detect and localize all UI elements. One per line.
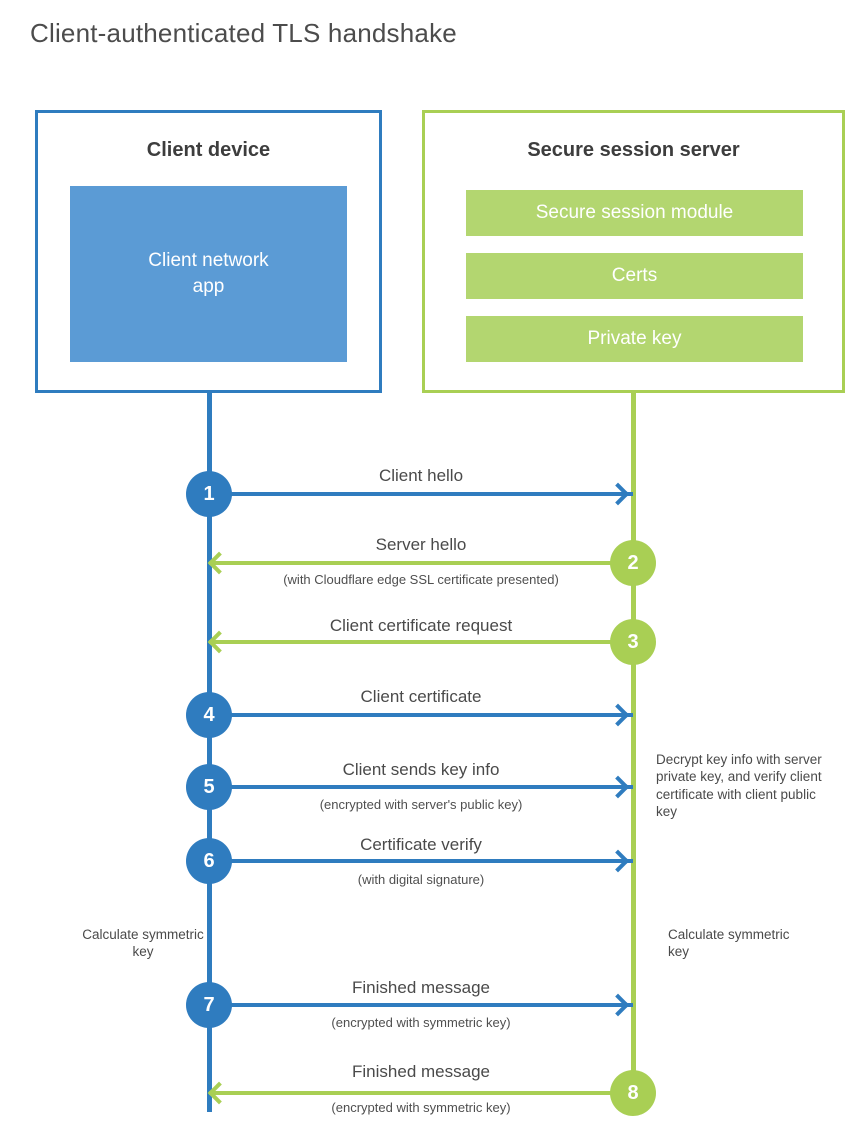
step-2-arrow	[209, 561, 633, 565]
step-6-sublabel: (with digital signature)	[357, 872, 485, 887]
server-title: Secure session server	[527, 139, 740, 161]
step-8-label: Finished message	[352, 1062, 490, 1081]
calc-symmetric-key-right: Calculate symmetric key	[668, 927, 790, 960]
step-7-label: Finished message	[352, 978, 490, 997]
server-module-label: Private key	[587, 328, 682, 349]
step-6-circle: 6	[186, 838, 232, 884]
step-4-arrowhead-right-icon	[606, 703, 630, 727]
step-5-circle: 5	[186, 764, 232, 810]
step-6-label: Certificate verify	[360, 835, 482, 854]
server-module-label: Secure session module	[535, 202, 734, 223]
lifeline-server	[631, 391, 636, 1093]
client-network-app-label: Client network app	[148, 250, 269, 297]
server-module-bar-secure-session: Secure session module	[466, 190, 803, 236]
step-6-arrow	[209, 859, 633, 863]
step-3-circle: 3	[610, 619, 656, 665]
step-8-arrow	[209, 1091, 633, 1095]
step-8-sublabel: (encrypted with symmetric key)	[331, 1100, 511, 1115]
step-4-label: Client certificate	[360, 687, 482, 706]
step-3-label: Client certificate request	[329, 616, 513, 635]
step-5-label: Client sends key info	[342, 760, 500, 779]
client-device-title: Client device	[146, 139, 271, 161]
step-2-number: 2	[627, 551, 639, 574]
step-1-label: Client hello	[378, 466, 464, 485]
page-title: Client-authenticated TLS handshake	[30, 18, 457, 48]
step-2-circle: 2	[610, 540, 656, 586]
step-3-arrow	[209, 640, 633, 644]
step-5-sublabel: (encrypted with server's public key)	[319, 797, 523, 812]
step-5-number: 5	[203, 775, 215, 798]
step-5-arrow	[209, 785, 633, 789]
step-7-arrow	[209, 1003, 633, 1007]
server-module-label: Certs	[611, 265, 658, 286]
step-2-sublabel: (with Cloudflare edge SSL certificate pr…	[283, 572, 559, 587]
server-module-bar-certs: Certs	[466, 253, 803, 299]
calc-symmetric-key-left: Calculate symmetric key	[82, 927, 204, 960]
step-1-arrow	[209, 492, 633, 496]
step-1-circle: 1	[186, 471, 232, 517]
step-8-circle: 8	[610, 1070, 656, 1116]
client-device-box: Client device Client network app	[35, 110, 382, 393]
step-4-number: 4	[203, 703, 215, 726]
step-6-number: 6	[203, 849, 215, 872]
step-4-arrow	[209, 713, 633, 717]
step-1-arrowhead-right-icon	[606, 482, 630, 506]
client-network-app-box: Client network app	[70, 186, 347, 362]
step-3-number: 3	[627, 630, 639, 653]
decrypt-note: Decrypt key info with server private key…	[656, 752, 822, 819]
lifeline-client	[207, 391, 212, 1112]
step-7-circle: 7	[186, 982, 232, 1028]
server-box: Secure session server Secure session mod…	[422, 110, 845, 393]
step-4-circle: 4	[186, 692, 232, 738]
step-1-number: 1	[203, 482, 215, 505]
step-2-label: Server hello	[375, 535, 467, 554]
step-7-number: 7	[203, 993, 215, 1016]
server-module-bar-private-key: Private key	[466, 316, 803, 362]
step-8-number: 8	[627, 1081, 639, 1104]
step-7-sublabel: (encrypted with symmetric key)	[331, 1015, 511, 1030]
